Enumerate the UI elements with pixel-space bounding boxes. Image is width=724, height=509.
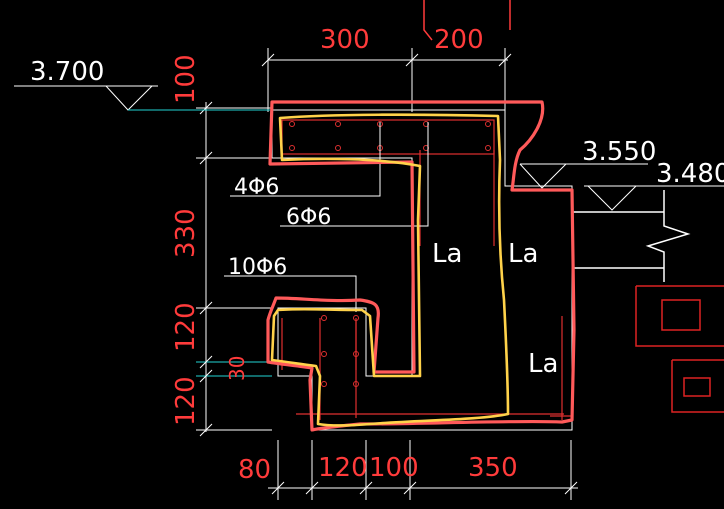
bottom-dim-120: 120 — [318, 453, 368, 483]
left-dim-120-lower: 120 — [171, 376, 201, 426]
markup-yellow-outline — [270, 113, 510, 427]
left-dim-120-upper: 120 — [171, 302, 201, 352]
left-dim-30: 30 — [225, 356, 249, 381]
level-3700: 3.700 — [30, 57, 104, 87]
level-marker-left: 3.700 — [14, 57, 270, 111]
top-dimension-chain: 300 200 — [261, 0, 512, 112]
bottom-dim-350: 350 — [468, 453, 518, 483]
level-3480: 3.480 — [656, 159, 724, 189]
rebar-label-4phi6: 4Φ6 — [234, 175, 279, 200]
top-dim-200: 200 — [434, 25, 484, 55]
level-3550: 3.550 — [582, 137, 656, 167]
level-marker-right-2: 3.480 — [584, 159, 724, 211]
bottom-dimension-chain: 80 120 100 350 — [238, 440, 578, 500]
left-dim-330: 330 — [171, 208, 201, 258]
level-marker-right-1: 3.550 — [519, 137, 656, 189]
bottom-dim-80: 80 — [238, 455, 271, 485]
left-dimension-chain: 100 330 120 30 120 — [171, 54, 272, 437]
left-dim-100: 100 — [171, 54, 201, 104]
rebar-label-6phi6: 6Φ6 — [286, 205, 331, 230]
adjacent-beam-section — [635, 285, 724, 413]
markup-red-outline — [266, 100, 576, 432]
top-dim-300: 300 — [320, 25, 370, 55]
anchorage-label-la-2: La — [508, 239, 538, 269]
anchorage-label-la-1: La — [432, 239, 462, 269]
bottom-dim-100: 100 — [369, 453, 419, 483]
rebar-label-10phi6: 10Φ6 — [228, 255, 287, 280]
adjacent-slab — [572, 190, 691, 282]
anchorage-label-la-3: La — [528, 349, 558, 379]
